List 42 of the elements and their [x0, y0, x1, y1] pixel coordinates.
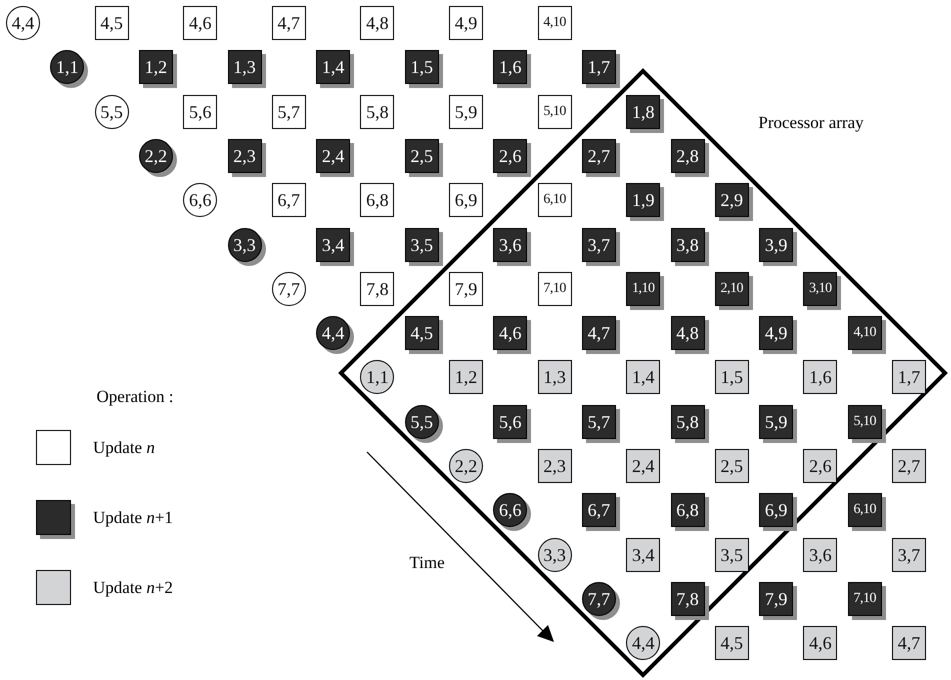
legend-heading: Operation :: [96, 386, 174, 408]
operation-square: 1,2: [449, 360, 483, 394]
operation-square: 4,5: [714, 626, 749, 660]
operation-square: 4,6: [183, 6, 218, 40]
operation-square: 6,8: [360, 183, 394, 218]
operation-square: 2,7: [892, 449, 926, 483]
legend-text: Update n+1: [93, 506, 173, 528]
operation-square: 5,9: [449, 94, 483, 129]
operation-square: 5,10: [538, 94, 572, 129]
operation-square: 2,4: [626, 449, 660, 483]
operation-square: 4,9: [449, 6, 483, 40]
operation-square: 5,8: [360, 94, 394, 129]
operation-square: 4,7: [892, 626, 926, 660]
operation-square: 4,10: [538, 6, 572, 40]
operation-square: 3,6: [803, 538, 838, 572]
operation-square: 1,5: [714, 360, 749, 394]
operation-square: 5,6: [183, 94, 218, 129]
operation-square: 1,7: [892, 360, 926, 394]
operation-square: 7,9: [449, 272, 483, 306]
operation-square: 3,4: [626, 538, 660, 572]
operation-square: 1,6: [803, 360, 838, 394]
operation-square: 3,5: [714, 538, 749, 572]
array-heading: Processor array: [757, 112, 865, 134]
operation-square: 6,9: [449, 183, 483, 218]
operation-square: 1,3: [538, 360, 572, 394]
operation-square: 2,3: [538, 449, 572, 483]
legend-text: Update n+2: [93, 576, 173, 598]
operation-square: 6,10: [538, 183, 572, 218]
operation-square: 7,8: [360, 272, 394, 306]
operation-square: 2,6: [803, 449, 838, 483]
operation-square: 2,5: [714, 449, 749, 483]
operation-square: 7,10: [538, 272, 572, 306]
legend-text: Update n: [93, 436, 155, 458]
operation-square: 1,4: [626, 360, 660, 394]
operation-square: 6,7: [272, 183, 306, 218]
operation-square: 5,7: [272, 94, 306, 129]
operation-square: 4,5: [94, 6, 129, 40]
operation-square: 4,7: [272, 6, 306, 40]
axis-label: Time: [408, 552, 446, 574]
operation-square: 3,7: [892, 538, 926, 572]
operation-square: 4,6: [803, 626, 838, 660]
operation-square: 4,8: [360, 6, 394, 40]
